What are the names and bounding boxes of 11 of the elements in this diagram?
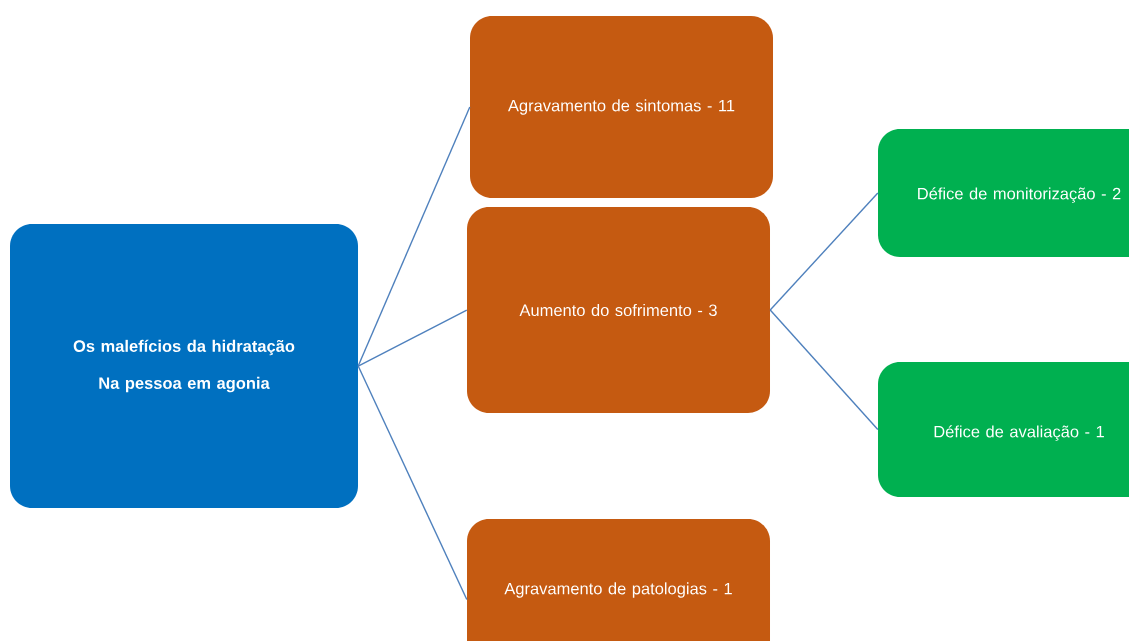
connector-line	[357, 106, 471, 367]
topic-box: Os malefícios da hidratação Na pessoa em agonia	[10, 224, 358, 508]
sub-branch-box: Défice de monitorização - 2	[878, 129, 1129, 257]
sub-branch-box: Défice de avaliação - 1	[878, 362, 1129, 497]
branch-box: Agravamento de patologias - 1	[467, 519, 770, 641]
branch-box: Agravamento de sintomas - 11	[470, 16, 773, 198]
branch-box: Aumento do sofrimento - 3	[467, 207, 770, 413]
connector-line	[769, 309, 879, 431]
connector-line	[357, 309, 468, 367]
connector-line	[769, 192, 879, 311]
connector-line	[357, 365, 468, 601]
